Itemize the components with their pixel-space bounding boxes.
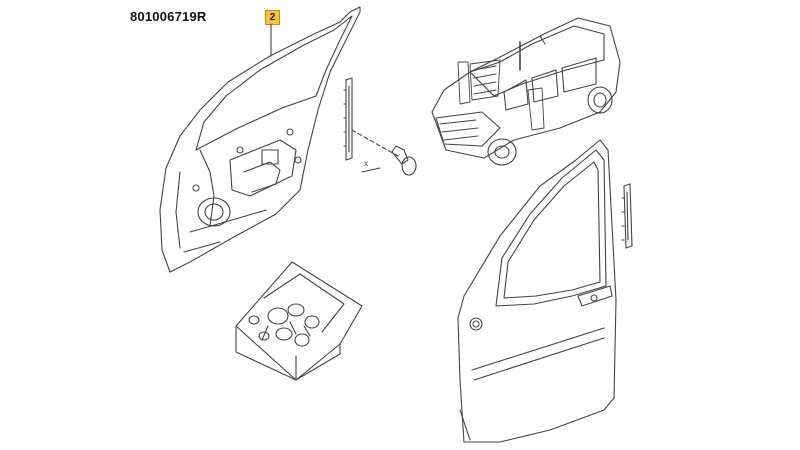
part-number: 801006719R (130, 9, 207, 24)
window-guide-rail-secondary (621, 183, 633, 249)
callout-badge[interactable]: 2 (265, 10, 280, 25)
hardware-kit-box (235, 261, 363, 381)
outer-door-panel (457, 139, 617, 443)
window-guide-rail (343, 77, 353, 161)
inner-door-panel (159, 6, 361, 273)
svg-text:x: x (364, 159, 368, 168)
bolt-fastener: x (351, 129, 417, 176)
vehicle-overview (431, 17, 621, 166)
